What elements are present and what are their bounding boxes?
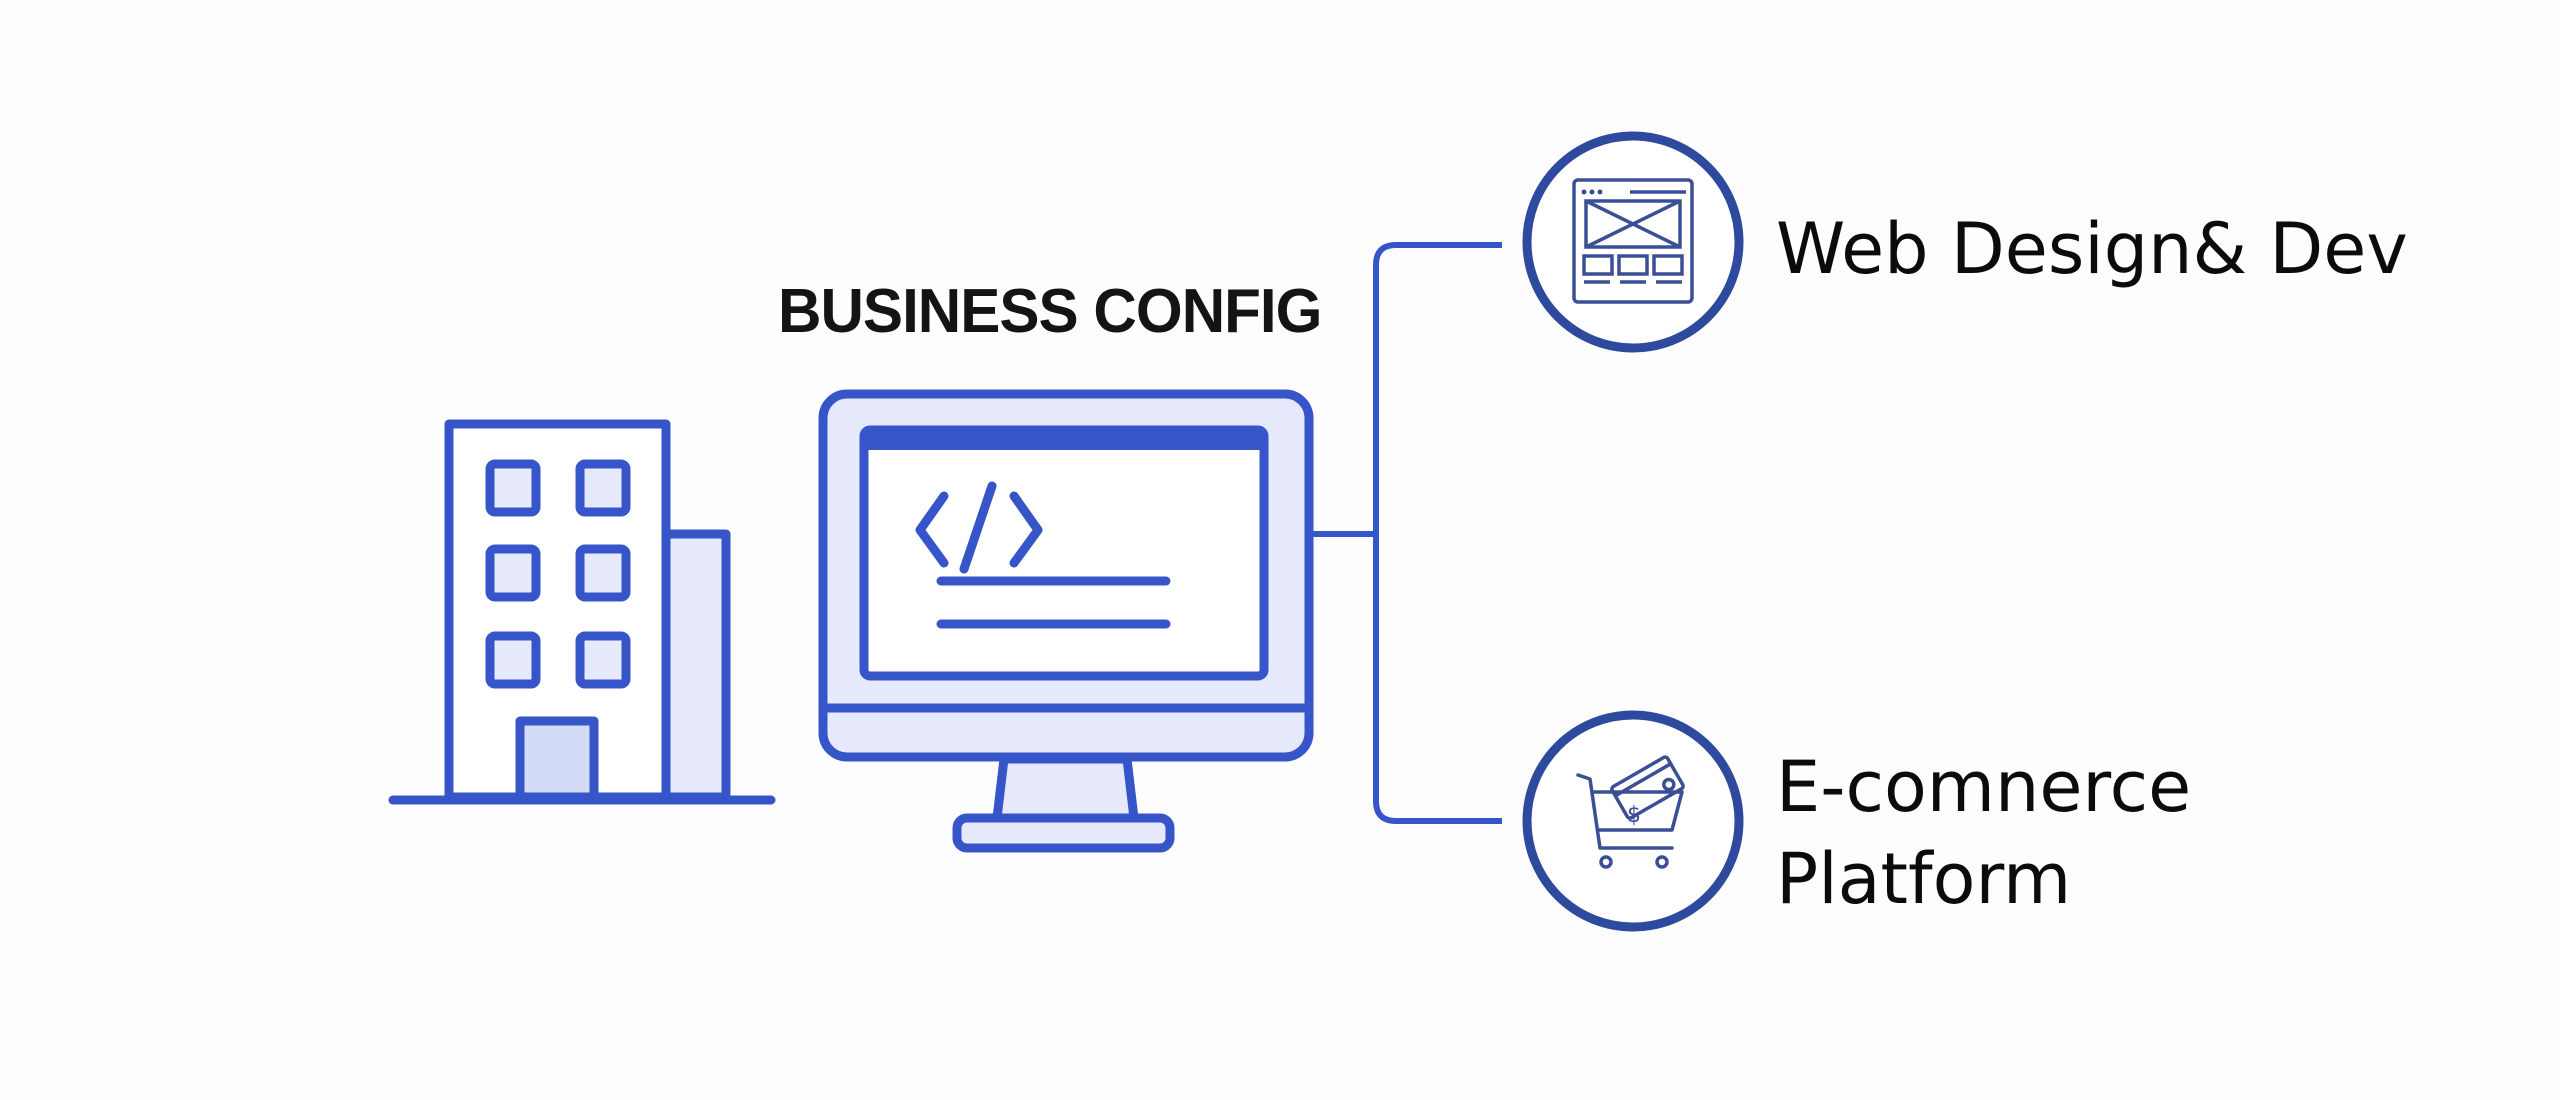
branch-label-ecommerce-line1: E-comnerce (1776, 746, 2192, 828)
connector-lines (1310, 242, 1502, 824)
svg-text:$: $ (1627, 803, 1641, 828)
website-wireframe-icon (1522, 131, 1744, 353)
computer-monitor-code-icon (818, 389, 1314, 853)
shopping-cart-icon: $ (1522, 710, 1744, 932)
office-building-icon (388, 419, 776, 805)
branch-label-ecommerce-line2: Platform (1776, 838, 2072, 920)
branch-label-web-design: Web Design& Dev (1776, 208, 2408, 290)
diagram-title: BUSINESS CONFIG (778, 277, 1322, 346)
